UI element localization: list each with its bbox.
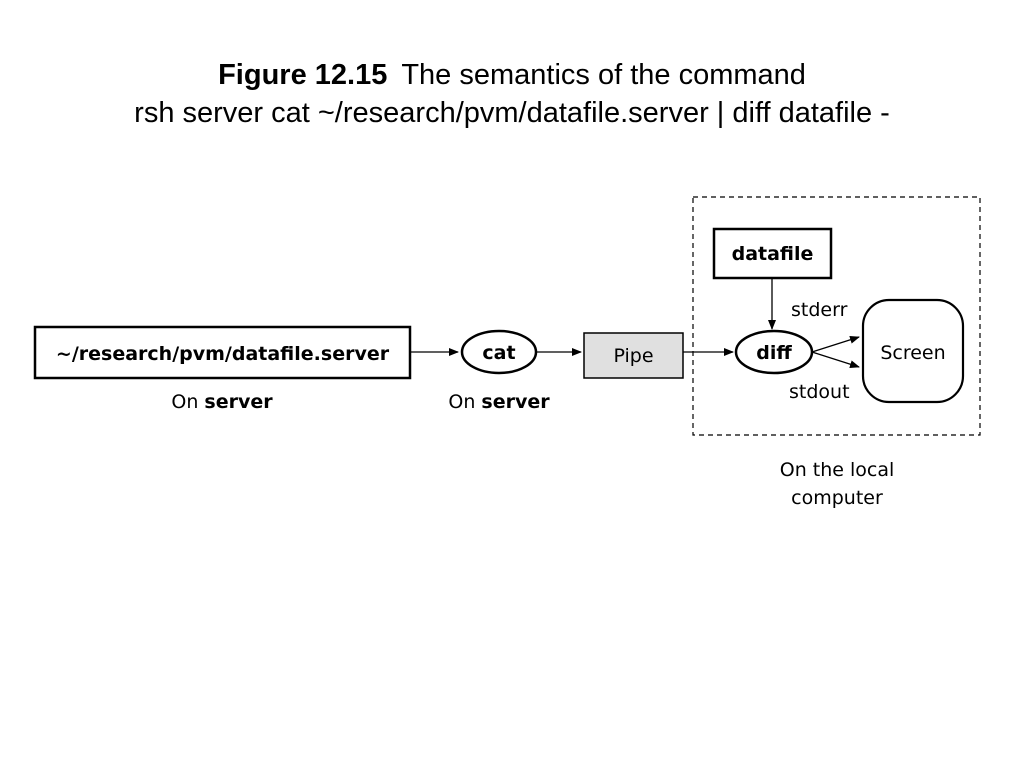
- arrow-diff-stderr: [811, 335, 860, 353]
- figure-caption: The semantics of the command: [401, 59, 806, 91]
- local-computer-label-line2: computer: [791, 487, 883, 509]
- figure-title-line-1: Figure 12.15 The semantics of the command: [0, 56, 1024, 94]
- screen-box: [861, 298, 965, 404]
- stdout-label: stdout: [789, 381, 850, 403]
- arrow-diff-stdout: [811, 351, 860, 369]
- server-word-file: server: [204, 391, 273, 413]
- figure-command: rsh server cat ~/research/pvm/datafile.s…: [134, 97, 890, 129]
- server-word-cat: server: [481, 391, 550, 413]
- remote-file-label: ~/research/pvm/datafile.server: [56, 343, 390, 365]
- on-server-label-cat: On server: [448, 391, 550, 413]
- figure-title: Figure 12.15 The semantics of the command…: [0, 56, 1024, 132]
- datafile-label: datafile: [732, 243, 814, 265]
- screen-label: Screen: [880, 342, 945, 364]
- stderr-label: stderr: [791, 299, 848, 321]
- pipe-box: [583, 332, 684, 379]
- figure-number: Figure 12.15: [218, 59, 388, 91]
- on-prefix-file: On: [171, 391, 198, 413]
- cat-label: cat: [482, 342, 515, 364]
- pipe-label: Pipe: [613, 345, 653, 367]
- local-computer-boundary: [692, 196, 981, 436]
- local-computer-label-line1: On the local: [780, 459, 895, 481]
- on-prefix-cat: On: [448, 391, 475, 413]
- on-server-label-file: On server: [171, 391, 273, 413]
- diff-label: diff: [756, 342, 792, 364]
